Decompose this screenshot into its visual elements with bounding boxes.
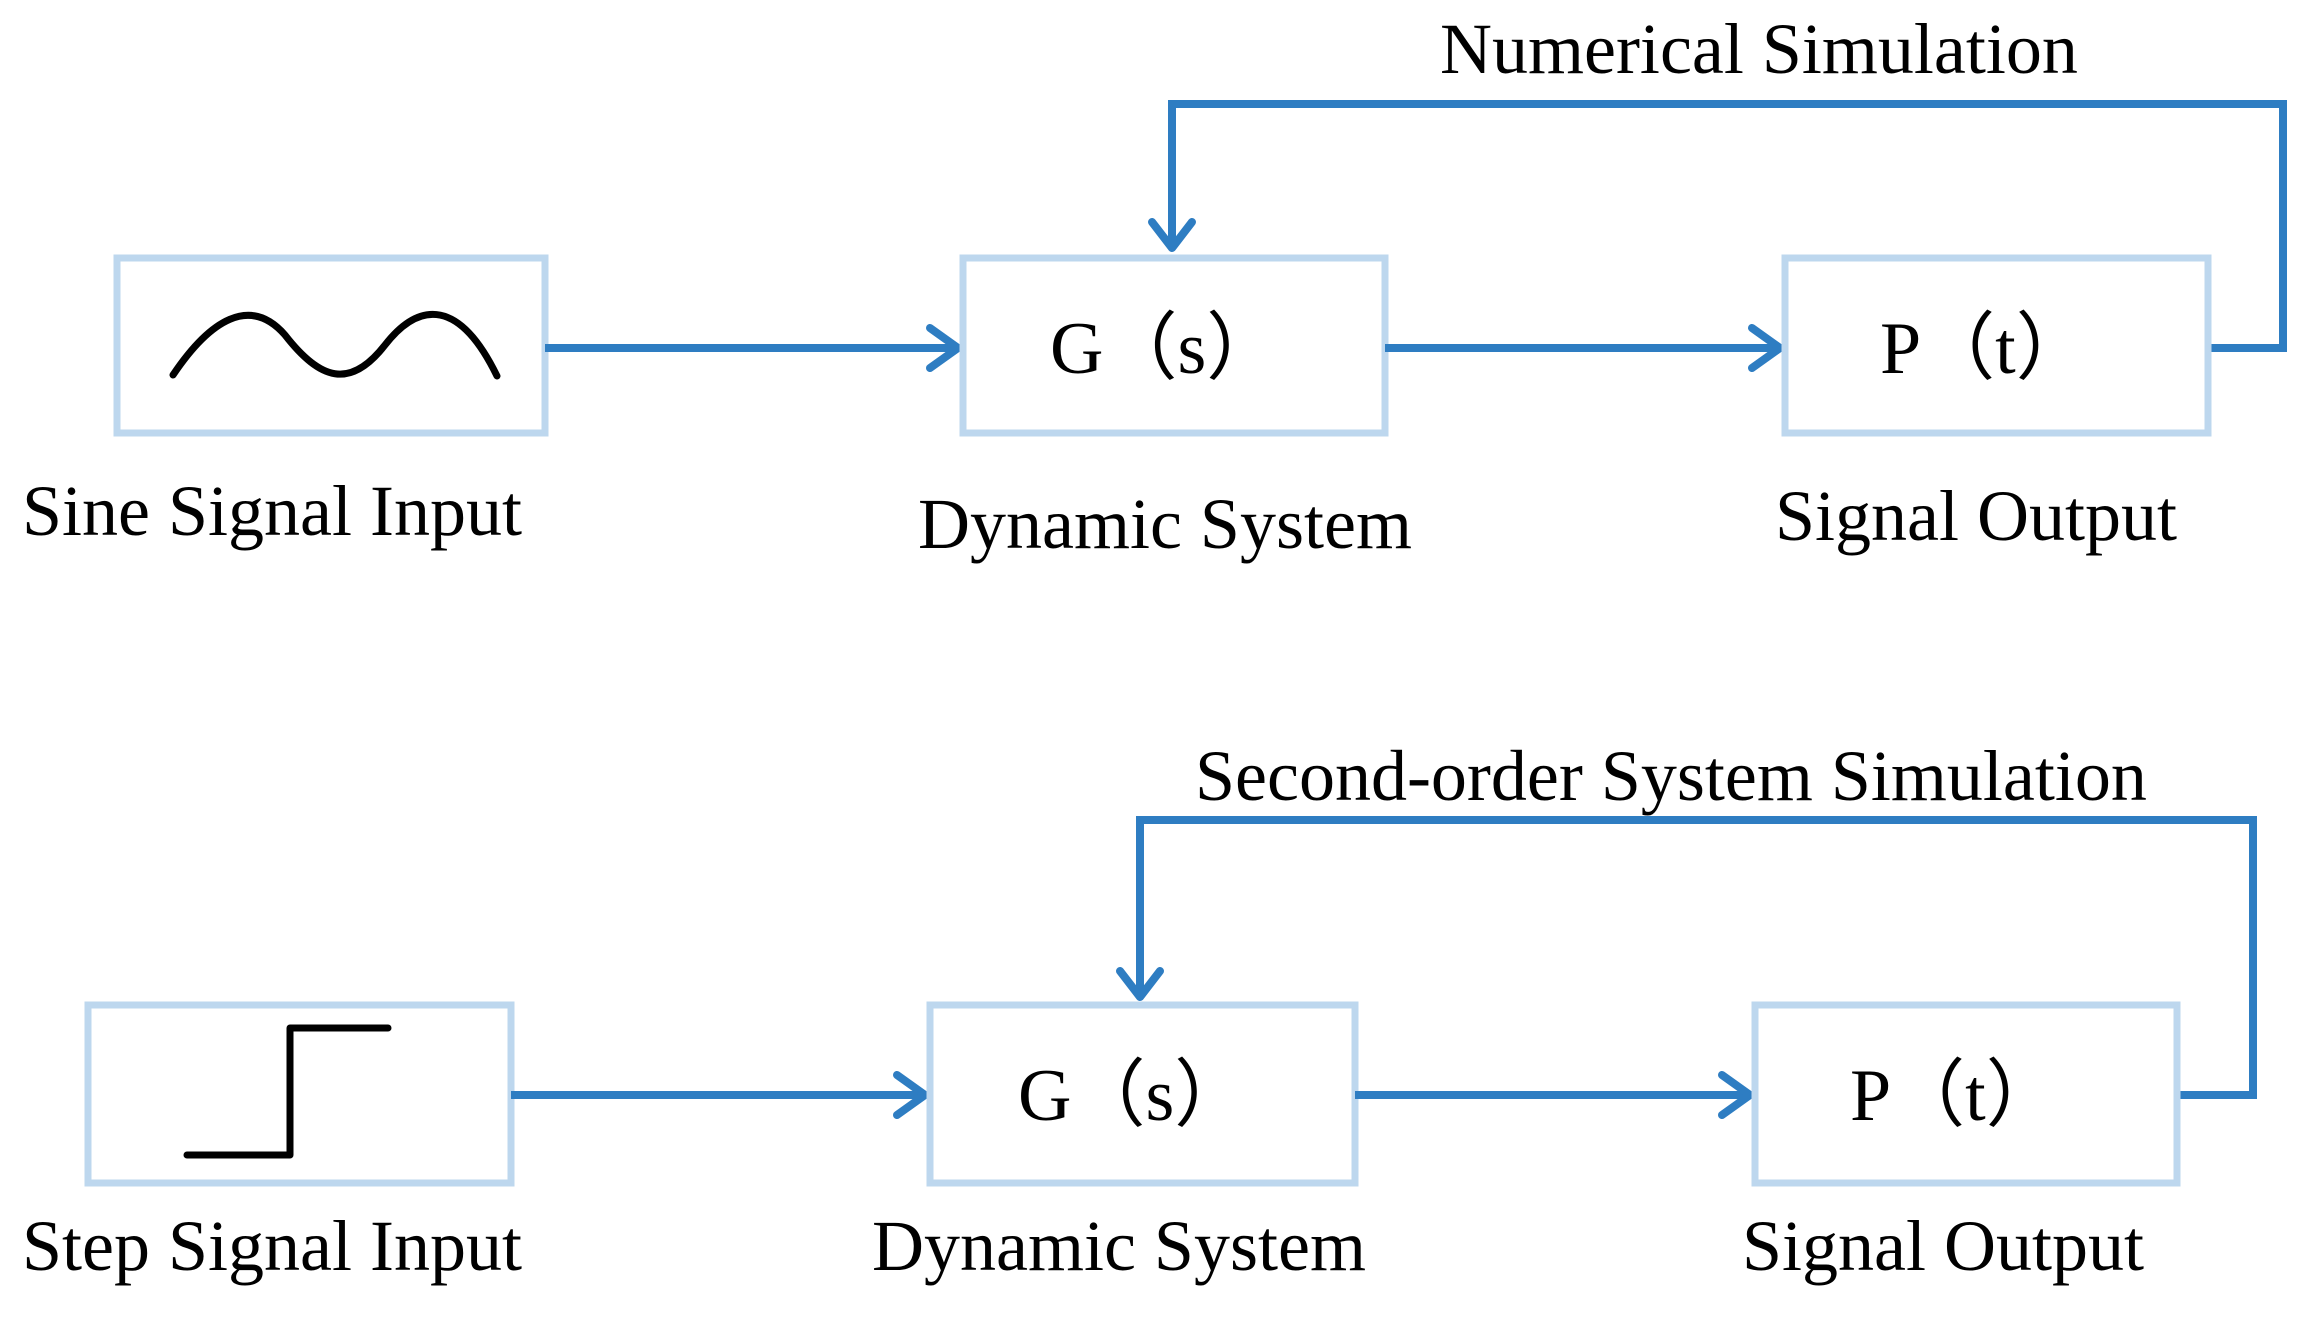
bottom-feedback-loop-arrow xyxy=(1136,816,2257,1099)
bottom-transfer-function: G（s） xyxy=(1018,1055,1248,1137)
bottom-output-arrowhead xyxy=(1718,1071,1754,1119)
bottom-system-label: Dynamic System xyxy=(872,1206,1366,1286)
bottom-diagram-title: Second-order System Simulation xyxy=(1195,736,2147,816)
bottom-output-function: P（t） xyxy=(1850,1055,2060,1137)
bottom-input-arrowhead xyxy=(893,1071,929,1119)
top-feedback-loop-arrow xyxy=(1168,100,2287,352)
top-input-label: Sine Signal Input xyxy=(22,471,522,551)
bottom-output-label: Signal Output xyxy=(1742,1206,2144,1286)
bottom-feedback-arrowhead xyxy=(1116,967,1164,1001)
bottom-output-box xyxy=(1751,1001,2181,1187)
top-input-arrowhead xyxy=(926,324,962,372)
sine-wave-icon xyxy=(169,310,501,380)
top-feedback-arrowhead xyxy=(1148,218,1196,252)
bottom-input-box xyxy=(84,1001,515,1187)
top-diagram-title: Numerical Simulation xyxy=(1440,9,2078,89)
top-output-function: P（t） xyxy=(1880,308,2090,390)
step-function-icon xyxy=(183,1024,392,1159)
top-output-label: Signal Output xyxy=(1775,476,2177,556)
bottom-input-label: Step Signal Input xyxy=(22,1206,522,1286)
bottom-system-box xyxy=(926,1001,1359,1187)
top-output-box xyxy=(1781,254,2212,437)
top-output-arrowhead xyxy=(1748,324,1784,372)
top-transfer-function: G（s） xyxy=(1050,308,1280,390)
top-system-label: Dynamic System xyxy=(918,484,1412,564)
